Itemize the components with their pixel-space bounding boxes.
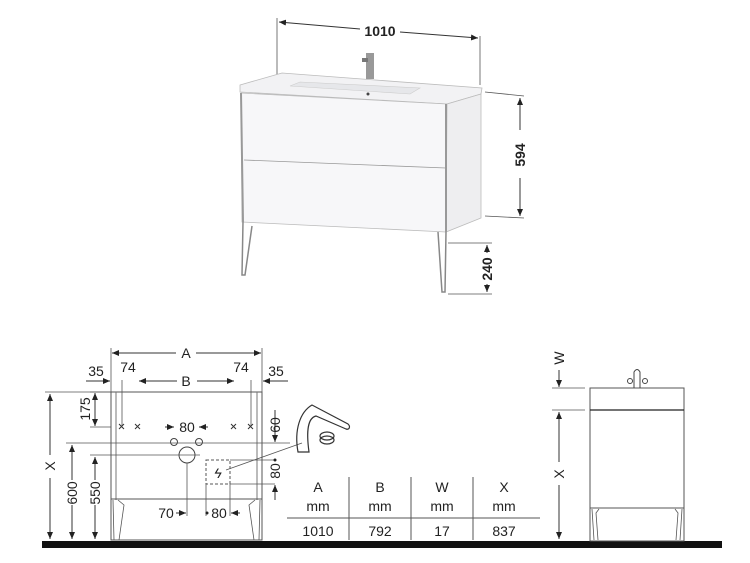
drawing-line [484,215,525,219]
socket-area [205,459,231,485]
faucet-icon [296,404,351,453]
dimension-label: A [313,479,323,495]
drawing-line [366,92,370,96]
right-leg [437,231,447,293]
dim-X-label: X [42,461,58,471]
drawing-line [591,508,683,541]
top-to-holes-label: 175 [77,397,93,421]
drawing-line [134,423,141,430]
drawing-line [296,404,351,453]
drawing-line [225,442,303,471]
side-dim-X-label: X [551,469,567,479]
drawing-line [230,423,237,430]
drawer-divider [243,159,447,169]
dimension-label: 17 [434,523,450,539]
drawing-line [278,19,361,30]
table-column-B: B mm 792 [368,479,392,539]
drawing-line [112,499,261,541]
height-dimension: 594 [512,143,528,167]
drawing-line [319,431,335,441]
dimension-label: B [375,479,384,495]
socket-offset-label: 60 [267,417,283,433]
basin-bowl [289,81,422,95]
dimension-label: mm [368,498,391,514]
dimension-label: 837 [492,523,516,539]
product-perspective-view: 1010 594 240 [239,18,528,295]
table-column-X: X mm 837 [492,479,516,539]
height-550-label: 550 [87,481,103,505]
dim-A-label: A [181,345,191,361]
dimension-label: mm [306,498,329,514]
dimension-label: 792 [368,523,392,539]
margin-right-label: 35 [268,363,284,379]
width-dimension: 1010 [364,23,395,39]
socket-width-label: 80 [211,505,227,521]
drawing-line [362,58,368,62]
drawing-line [319,435,335,445]
drawing-line [240,92,244,223]
leg-height-dimension: 240 [479,257,495,281]
dimension-label: X [499,479,509,495]
drawing-line [205,511,209,515]
margin-left-label: 35 [88,363,104,379]
electrical-icon: ϟ [214,465,222,481]
drawing-line [170,438,178,446]
socket-height-label: 80 [267,463,283,479]
spec-table: A mm 1010 B mm 792 W mm 17 X mm 837 [287,477,540,540]
drawing-line [110,391,263,541]
drawing-line [399,31,479,41]
cabinet-side [445,93,482,233]
left-leg [241,221,253,276]
drawing-line [195,438,203,446]
drain-offset-label: 70 [158,505,174,521]
height-600-label: 600 [64,481,80,505]
front-installation-view: A 35 74 74 35 B 175 80 ϟ [42,345,303,541]
drawing-line [642,378,648,384]
side-view: W X [551,351,685,542]
dimension-label: mm [492,498,515,514]
faucet-icon [366,53,374,79]
dimension-label: 1010 [302,523,333,539]
table-column-A: A mm 1010 [302,479,333,539]
drawing-line [273,458,277,462]
tap-spacing-label: 80 [179,419,195,435]
drawing-line [627,378,633,384]
dim-B-label: B [181,373,190,389]
drawing-line [118,423,125,430]
hole-offset-left-label: 74 [120,359,136,375]
table-column-W: W mm 17 [430,479,453,539]
drawing-line [247,423,254,430]
drawing-line [633,369,641,388]
dimension-label: mm [430,498,453,514]
dimension-label: W [435,479,449,495]
mounting-hole-marks [118,423,254,430]
cabinet-front [240,92,448,233]
floor-line [42,541,722,548]
drawing-line [589,387,685,542]
hole-offset-right-label: 74 [233,359,249,375]
dim-W-label: W [551,351,567,365]
drawing-line [484,91,525,97]
